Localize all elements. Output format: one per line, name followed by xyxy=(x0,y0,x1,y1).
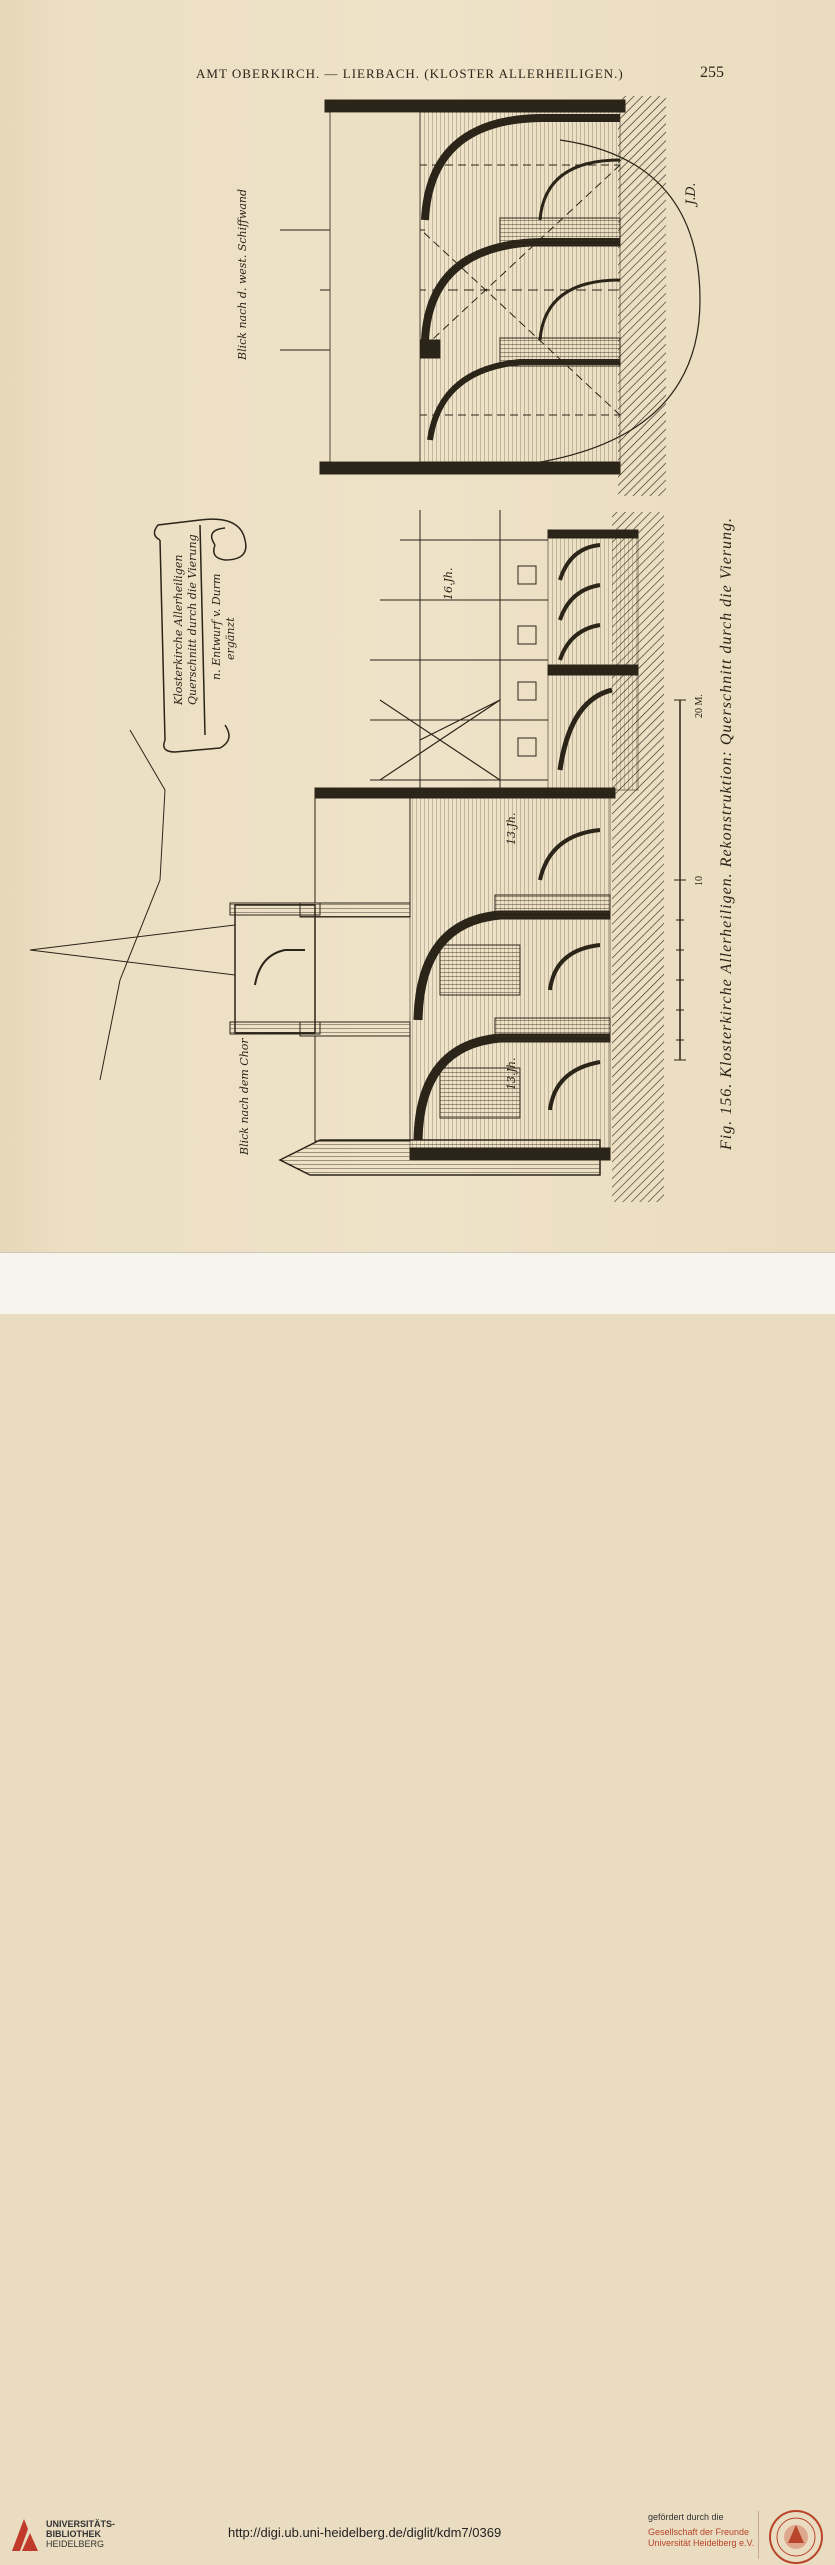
running-head: AMT OBERKIRCH. — LIERBACH. (KLOSTER ALLE… xyxy=(196,66,624,81)
sponsor-name-line: Universität Heidelberg e.V. xyxy=(648,2538,755,2548)
sponsor-name-line: Gesellschaft der Freunde xyxy=(648,2527,750,2537)
digitization-footer: UNIVERSITÄTS- BIBLIOTHEK HEIDELBERG http… xyxy=(0,1252,835,2564)
choir-section xyxy=(29,729,616,1176)
library-name: UNIVERSITÄTS- BIBLIOTHEK HEIDELBERG xyxy=(46,2519,115,2549)
cartouche-subtitle: Querschnitt durch die Vierung xyxy=(186,534,199,705)
footer-divider xyxy=(758,2511,759,2559)
scanned-page: AMT OBERKIRCH. — LIERBACH. (KLOSTER ALLE… xyxy=(0,0,835,1252)
page-number: 255 xyxy=(700,64,724,81)
university-seal-icon xyxy=(769,2510,823,2564)
sponsor-name: Gesellschaft der Freunde Universität Hei… xyxy=(648,2527,754,2549)
view-west-annotation: Blick nach d. west. Schiffwand xyxy=(236,188,249,360)
architectural-drawing xyxy=(29,96,701,1202)
sponsor-label: gefördert durch die xyxy=(648,2512,724,2522)
century-label-16: 16.Jh. xyxy=(442,567,455,600)
scale-label-10: 10 xyxy=(694,876,705,886)
title-cartouche xyxy=(153,518,247,753)
cartouche-author: n. Entwurf v. Durm xyxy=(210,573,223,680)
scale-bar xyxy=(674,699,686,1061)
library-name-line: HEIDELBERG xyxy=(46,2539,105,2549)
tower-section xyxy=(370,510,639,791)
view-choir-annotation: Blick nach dem Chor xyxy=(238,1038,251,1155)
ground-hatching xyxy=(618,96,666,496)
drawing-initials: J.D. xyxy=(684,182,699,205)
figure-caption: Fig. 156. Klosterkirche Allerheiligen. R… xyxy=(718,516,735,1150)
scale-label-20: 20 M. xyxy=(694,694,705,718)
library-logo-icon xyxy=(12,2519,38,2551)
century-label-13b: 13.Jh. xyxy=(505,1057,518,1090)
century-label-13a: 13.Jh. xyxy=(505,812,518,845)
crossing-section xyxy=(280,99,701,475)
library-name-line: UNIVERSITÄTS- xyxy=(46,2519,116,2529)
cartouche-year: ergänzt xyxy=(224,617,237,660)
cartouche-title: Klosterkirche Allerheiligen xyxy=(172,554,185,705)
permalink-url[interactable]: http://digi.ub.uni-heidelberg.de/diglit/… xyxy=(228,2525,502,2540)
library-name-line: BIBLIOTHEK xyxy=(46,2529,101,2539)
